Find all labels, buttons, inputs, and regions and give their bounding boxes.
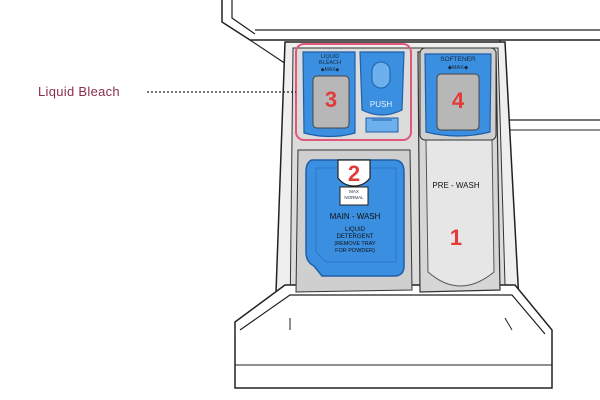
bleach-compartment: LIQUID BLEACH ◆MAX◆ 3 [295, 43, 412, 141]
pre-wash-label: PRE - WASH [432, 181, 479, 190]
bleach-max: ◆MAX◆ [321, 67, 340, 73]
main-wash-number: 2 [348, 161, 360, 186]
main-wash-label: MAIN - WASH [330, 212, 381, 221]
liquid-bleach-callout: Liquid Bleach [38, 84, 296, 99]
main-wash-line3: (REMOVE TRAY [334, 241, 376, 247]
detergent-cup: MAX NORMAL 2 [337, 159, 371, 206]
bleach-header-line1: LIQUID [321, 54, 339, 60]
main-wash-line2: DETERGENT [336, 234, 373, 240]
callout-label: Liquid Bleach [38, 84, 120, 99]
softener-max: ◆MAX◆ [448, 65, 469, 71]
main-wash-line1: LIQUID [345, 227, 366, 233]
softener-compartment: SOFTENER ◆MAX◆ 4 [419, 47, 497, 141]
softener-number: 4 [452, 88, 465, 113]
main-wash-line4: FOR POWDER) [335, 248, 375, 254]
cup-normal-label: NORMAL [344, 195, 364, 200]
push-tab[interactable]: PUSH [359, 51, 405, 133]
cup-max-label: MAX [349, 189, 359, 194]
softener-header: SOFTENER [440, 56, 476, 63]
bleach-number: 3 [325, 87, 337, 112]
push-label: PUSH [370, 100, 392, 109]
pre-wash-number: 1 [450, 225, 462, 250]
drawer-front [234, 284, 553, 389]
bleach-header-line2: BLEACH [319, 60, 341, 66]
main-wash-compartment: MAX NORMAL 2 MAIN - WASH LIQUID DETERGEN… [295, 149, 413, 293]
